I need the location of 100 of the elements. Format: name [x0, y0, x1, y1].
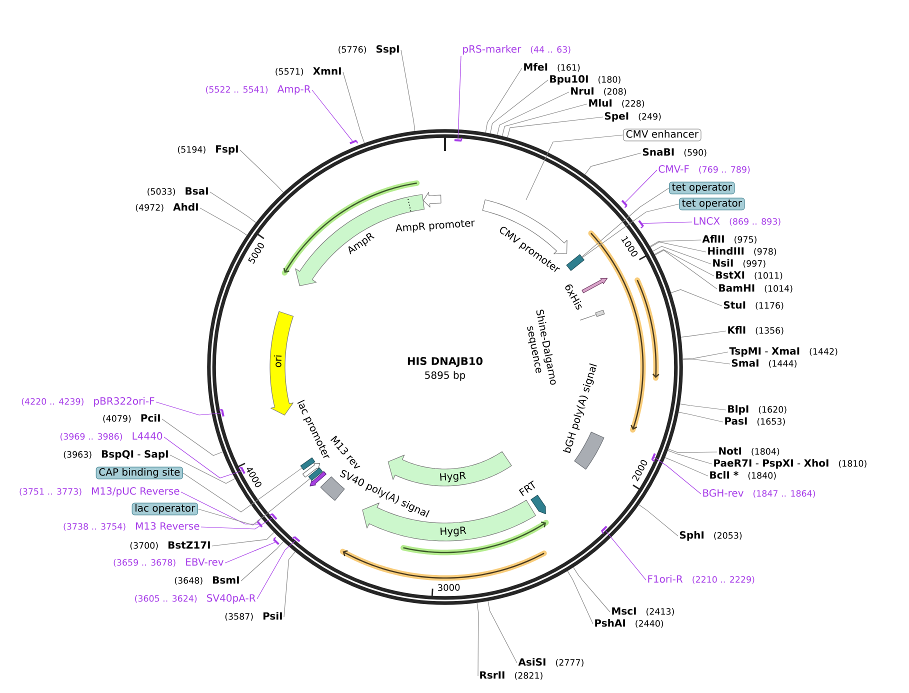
- sequence-length: 5895 bp: [425, 371, 466, 381]
- feature-block: [308, 467, 323, 481]
- site-label: NruI (208): [571, 87, 626, 96]
- leader-line: [668, 448, 718, 453]
- primer-label: (4220 .. 4239) pBR322ori-F: [22, 397, 154, 407]
- feature-tag: tet operator: [669, 182, 735, 194]
- site-label: (3963) BspQI - SapI: [64, 450, 168, 460]
- leader-line: [488, 600, 518, 664]
- leader-line: [604, 529, 646, 580]
- primer-mark: [269, 513, 278, 520]
- site-label: SmaI (1444): [732, 359, 796, 368]
- feature-label: AmpR promoter: [396, 220, 475, 233]
- site-label: Bpu10I (180): [550, 75, 620, 85]
- leader-line: [502, 104, 588, 136]
- site-label: SpeI (249): [604, 112, 661, 122]
- tick-label: 4000: [246, 468, 262, 488]
- site-label: PshAI (2440): [595, 619, 664, 628]
- primer-mark: [256, 519, 263, 528]
- leader-line: [582, 204, 680, 258]
- site-label: MfeI (161): [524, 63, 580, 72]
- site-label: NotI (1804): [719, 447, 780, 456]
- leader-line: [526, 134, 624, 200]
- leader-line: [342, 72, 365, 144]
- primer-label: BGH-rev (1847 .. 1864): [703, 489, 816, 498]
- site-label: (5776) SspI: [338, 45, 399, 55]
- site-label: PaeR7I - PspXI - XhoI (1810): [714, 459, 866, 469]
- site-label: (5571) XmnI: [276, 67, 341, 76]
- primer-label: F1ori-R (2210 .. 2229): [648, 575, 754, 584]
- leader-line: [584, 152, 642, 175]
- primer-mark: [600, 526, 608, 534]
- primer-label: (3751 .. 3773) M13/pUC Reverse: [20, 487, 180, 497]
- leader-line: [624, 170, 658, 203]
- primer-mark: [219, 409, 224, 417]
- leader-line: [400, 50, 416, 132]
- leader-line: [654, 250, 718, 290]
- primer-mark: [273, 536, 280, 545]
- site-label: StuI (1176): [724, 301, 784, 310]
- leader-line: [284, 551, 296, 618]
- leader-line: [652, 246, 712, 264]
- leader-line: [573, 567, 610, 612]
- feature-label: ori: [274, 355, 282, 368]
- site-label: SnaBI (590): [642, 148, 706, 157]
- feature-block: [566, 254, 584, 271]
- site-label: SphI (2053): [680, 531, 742, 541]
- site-label: BamHI (1014): [719, 284, 792, 293]
- leader-line: [654, 249, 714, 276]
- site-label: (4972) AhdI: [136, 203, 198, 212]
- feature-label: FRT: [518, 480, 536, 496]
- site-label: HindIII (978): [708, 247, 776, 256]
- leader-line: [642, 222, 692, 224]
- site-label: AflII (975): [702, 235, 756, 244]
- leader-line: [180, 492, 259, 524]
- leader-line: [650, 240, 702, 247]
- site-label: BclI * (1840): [710, 471, 776, 480]
- primer-mark: [638, 220, 644, 228]
- leader-line: [485, 68, 522, 133]
- leader-line: [162, 418, 224, 456]
- site-label: KflI (1356): [728, 326, 784, 335]
- site-label: MscI (2413): [612, 607, 674, 616]
- leader-line: [490, 80, 548, 134]
- site-label: (3587) PsiI: [225, 612, 282, 621]
- leader-line: [668, 450, 712, 464]
- site-label: AsiSI (2777): [518, 658, 584, 667]
- leader-line: [678, 412, 724, 422]
- leader-line: [256, 539, 297, 600]
- primer-label: (3605 .. 3624) SV40pA-R: [135, 594, 256, 604]
- leader-line: [164, 436, 242, 478]
- feature-tag: CAP binding site: [96, 466, 183, 480]
- site-label: (4079) PciI: [103, 414, 160, 423]
- primer-mark: [292, 536, 300, 542]
- primer-mark: [350, 140, 358, 144]
- leader-line: [198, 478, 310, 526]
- leader-line: [170, 454, 236, 484]
- primer-mark: [621, 200, 628, 208]
- leader-line: [156, 402, 222, 416]
- leader-line: [638, 504, 678, 536]
- leader-line: [680, 404, 726, 410]
- site-label: MluI (228): [589, 99, 644, 108]
- primer-label: pRS-marker (44 .. 63): [463, 45, 570, 55]
- primer-label: CMV-F (769 .. 789): [658, 165, 750, 174]
- primer-label: (3659 .. 3678) EBV-rev: [114, 558, 224, 567]
- primer-mark: [651, 453, 656, 462]
- site-label: RsrII (2821): [480, 671, 542, 680]
- primer-label: (3738 .. 3754) M13 Reverse: [64, 522, 200, 531]
- site-label: BstXI (1011): [716, 271, 782, 280]
- primer-mark: [454, 138, 462, 142]
- site-label: (3700) BstZ17I: [130, 541, 210, 550]
- leader-line: [240, 541, 284, 582]
- primer-label: LNCX (869 .. 893): [694, 217, 780, 226]
- leader-line: [497, 92, 570, 136]
- leader-line: [182, 468, 302, 512]
- feature-label: HygR: [440, 472, 466, 482]
- feature-label: bGH poly(A) signal: [562, 363, 597, 454]
- leader-line: [650, 242, 706, 252]
- site-label: (5033) BsaI: [148, 187, 208, 196]
- site-label: PasI (1653): [725, 417, 785, 426]
- leader-line: [476, 602, 479, 676]
- leader-line: [200, 208, 248, 236]
- site-label: (5194) FspI: [178, 145, 238, 155]
- leader-line: [664, 457, 708, 476]
